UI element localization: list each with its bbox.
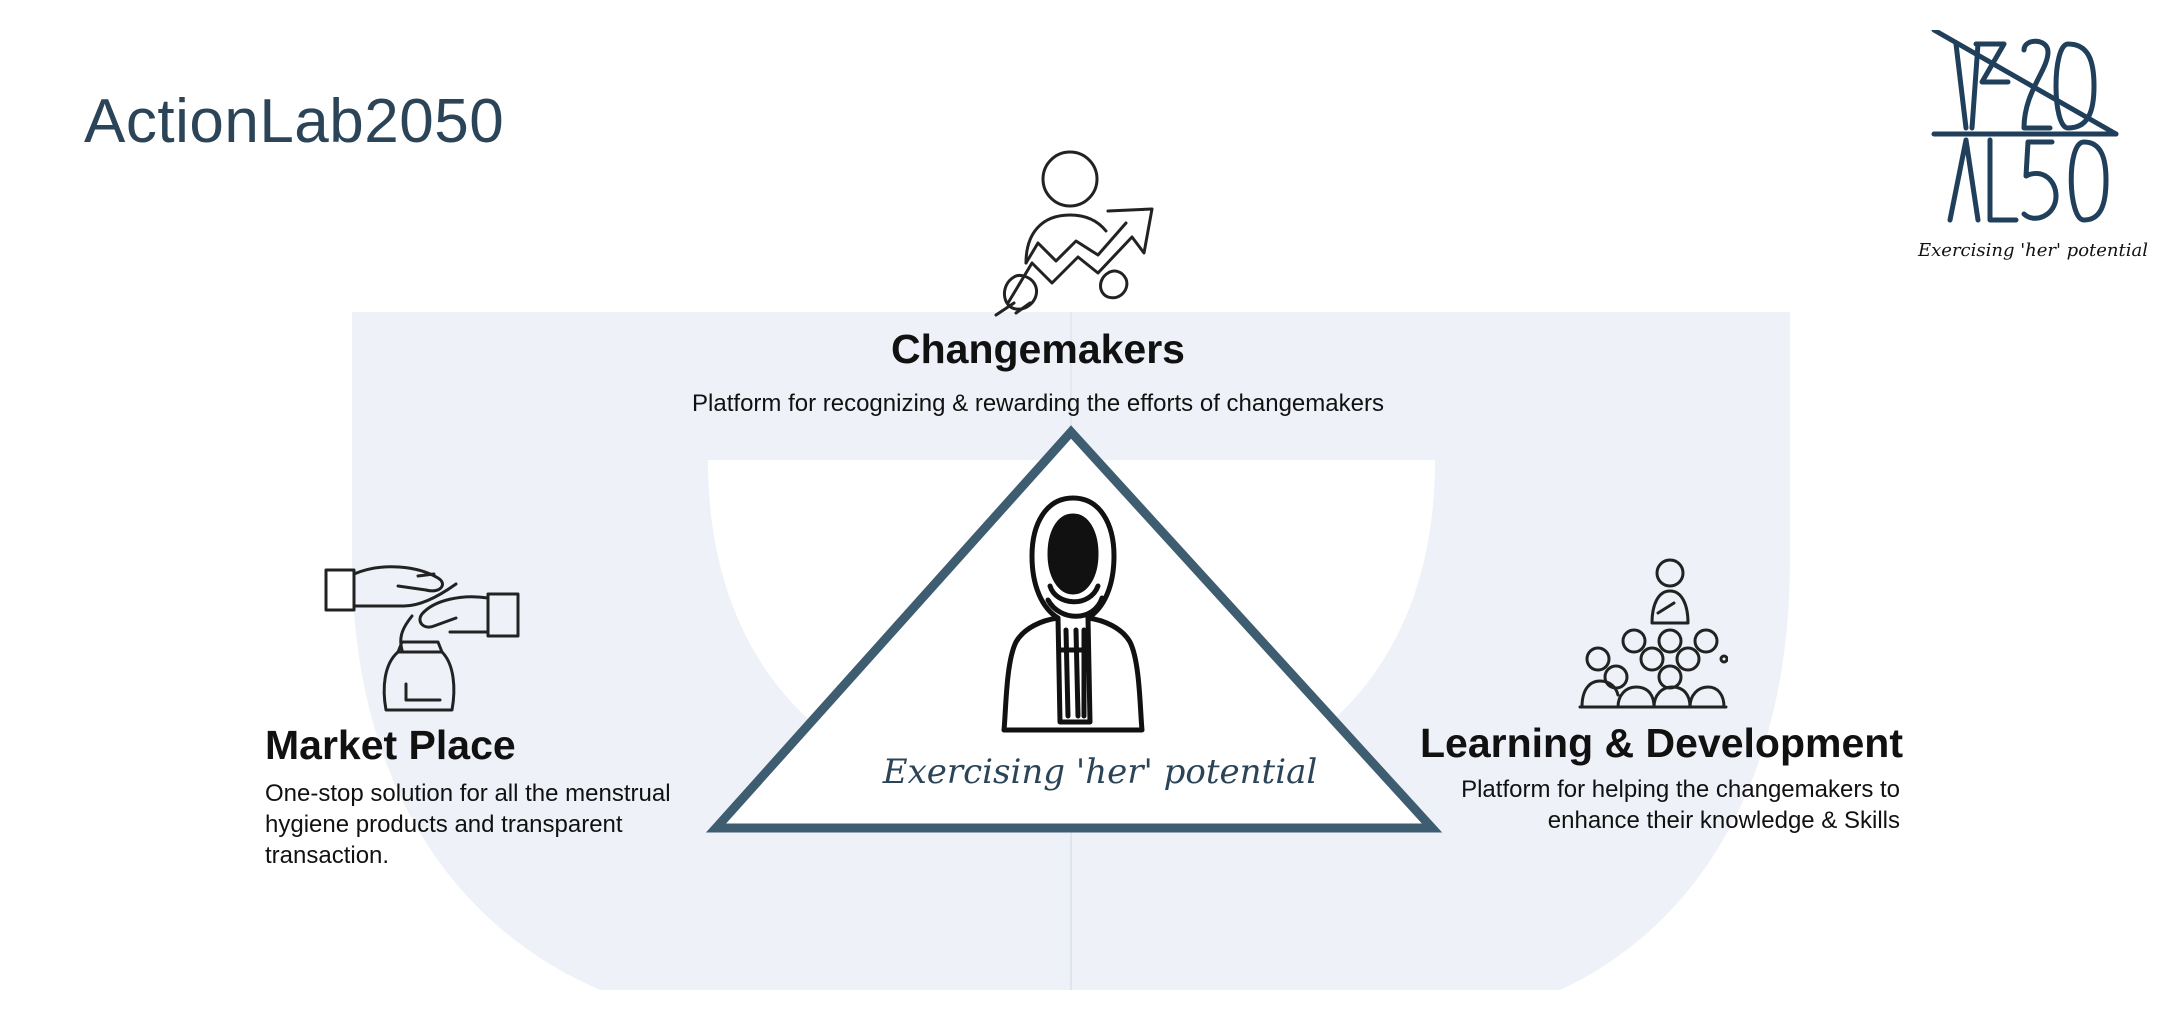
- teacher-audience-icon: [1578, 558, 1728, 709]
- growth-person-icon: [994, 150, 1154, 317]
- center-tagline: Exercising 'her' potential: [882, 752, 1318, 792]
- changemakers-description: Platform for recognizing & rewarding the…: [692, 390, 1384, 417]
- page-title: ActionLab2050: [84, 87, 505, 156]
- logo: [1931, 30, 2119, 223]
- market-place-title: Market Place: [265, 722, 516, 768]
- learning-development-title: Learning & Development: [1420, 720, 1903, 766]
- learning-development-description: Platform for helping the changemakers to…: [1461, 776, 1900, 834]
- changemakers-title: Changemakers: [891, 326, 1185, 372]
- logo-tagline: Exercising 'her' potential: [1918, 240, 2149, 261]
- hand-exchange-product-icon: [324, 565, 520, 712]
- market-place-description: One-stop solution for all the menstrual …: [265, 780, 671, 869]
- woman-hijab-icon: [1001, 495, 1145, 733]
